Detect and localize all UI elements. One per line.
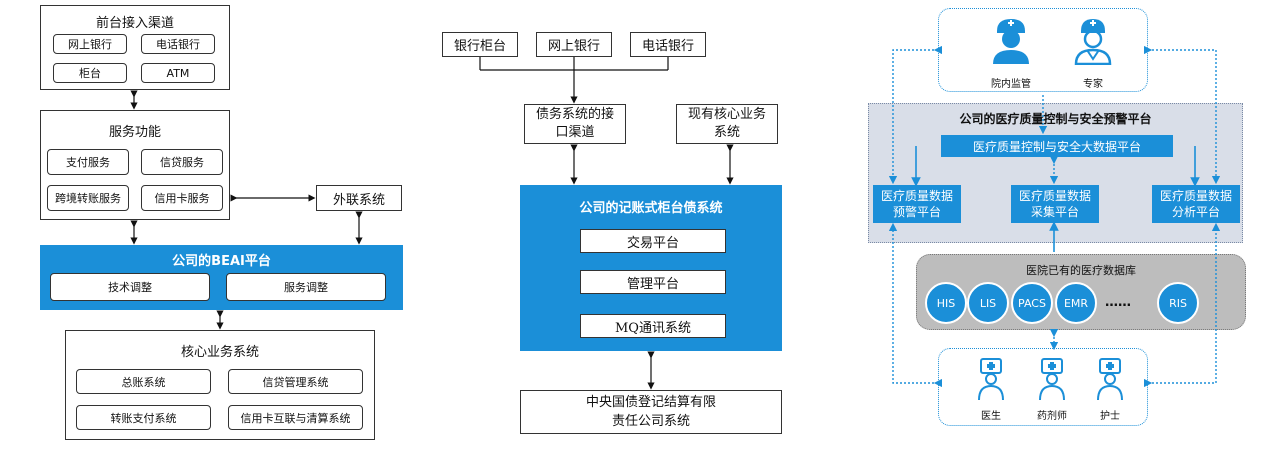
nurse-label: 护士 [1100,411,1120,422]
ledger-bond-system: 公司的记账式柜台债系统 交易平台 管理平台 MQ通讯系统 [520,185,782,351]
core-system-box: 核心业务系统 总账系统 信贷管理系统 转账支付系统 信用卡互联与清算系统 [65,330,375,440]
expert-icon [1074,19,1112,65]
bottom-people-box: 医生 药剂师 护士 [938,348,1148,426]
trade-platform: 交易平台 [580,229,726,253]
expert-label: 专家 [1083,79,1103,90]
central-depository-box: 中央国债登记结算有限责任公司系统 [520,390,782,434]
channel-phone: 电话银行 [630,32,706,57]
bond-interface-box: 债务系统的接口渠道 [524,104,626,144]
db-emr: EMR [1055,282,1097,324]
hospital-db-title: 医院已有的医疗数据库 [1026,264,1136,277]
dotted-top-left [888,45,943,185]
service-item-payment: 支付服务 [47,149,129,175]
db-ellipsis: …… [1105,295,1131,310]
service-item-creditcard: 信用卡服务 [141,185,223,211]
dotted-bottom-left [888,222,943,388]
mgmt-platform: 管理平台 [580,270,726,294]
beai-title: 公司的BEAI平台 [172,254,271,269]
dotted-bottom-right [1143,222,1221,388]
supervisor-icon [993,19,1029,64]
existing-core-box: 现有核心业务系统 [676,104,778,144]
core-item-credit-mgmt: 信贷管理系统 [228,369,363,394]
front-channels-title: 前台接入渠道 [95,16,174,31]
doctor-icon [978,358,1004,401]
front-channels-box: 前台接入渠道 网上银行 电话银行 柜台 ATM [40,5,230,90]
beai-item-service: 服务调整 [226,273,386,301]
pharmacist-icon [1039,358,1065,401]
channel-counter: 银行柜台 [442,32,518,57]
middle-connectors [479,57,734,390]
doctor-label: 医生 [981,411,1001,422]
core-item-cardclearing: 信用卡互联与清算系统 [228,405,363,430]
front-item-phone-bank: 电话银行 [141,34,215,54]
core-title: 核心业务系统 [180,345,259,360]
channel-online: 网上银行 [536,32,612,57]
external-system-box: 外联系统 [316,185,402,211]
service-title: 服务功能 [108,125,161,140]
beai-item-tech: 技术调整 [50,273,210,301]
db-lis: LIS [967,282,1009,324]
db-pacs: PACS [1011,282,1053,324]
front-item-atm: ATM [141,63,215,83]
front-item-counter: 柜台 [53,63,127,83]
front-item-online-bank: 网上银行 [53,34,127,54]
collection-platform: 医疗质量数据采集平台 [1011,185,1099,223]
service-item-credit: 信贷服务 [141,149,223,175]
dotted-top-right [1143,45,1221,185]
core-item-transfer: 转账支付系统 [76,405,211,430]
bigdata-platform: 医疗质量控制与安全大数据平台 [941,135,1173,157]
pharmacist-label: 药剂师 [1037,411,1067,422]
nurse-icon [1097,358,1123,401]
supervisor-label: 院内监管 [991,79,1031,90]
service-box: 服务功能 支付服务 信贷服务 跨境转账服务 信用卡服务 [40,110,230,220]
mq-system: MQ通讯系统 [580,314,726,338]
core-item-ledger: 总账系统 [76,369,211,394]
service-item-crossborder: 跨境转账服务 [47,185,129,211]
analysis-platform: 医疗质量数据分析平台 [1152,185,1240,223]
quality-platform-title: 公司的医疗质量控制与安全预警平台 [959,112,1152,126]
beai-platform: 公司的BEAI平台 技术调整 服务调整 [40,245,403,310]
left-connectors [130,90,363,330]
ledger-bond-title: 公司的记账式柜台债系统 [579,201,723,216]
warning-platform: 医疗质量数据预警平台 [873,185,961,223]
